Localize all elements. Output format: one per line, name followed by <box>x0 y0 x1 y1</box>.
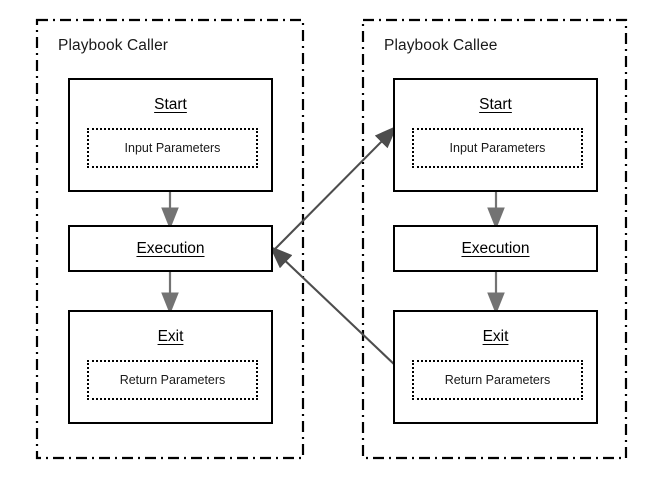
node-title-callee-exit: Exit <box>482 328 509 345</box>
node-caller-start[interactable]: Start Input Parameters <box>68 78 273 192</box>
node-title-callee-execution: Execution <box>461 240 530 257</box>
param-box-callee-input-parameters: Input Parameters <box>412 128 583 168</box>
node-callee-start[interactable]: Start Input Parameters <box>393 78 598 192</box>
param-box-caller-return-parameters: Return Parameters <box>87 360 258 400</box>
node-title-callee-start: Start <box>479 96 512 113</box>
node-title-caller-exit: Exit <box>157 328 184 345</box>
node-title-caller-start: Start <box>154 96 187 113</box>
param-box-caller-input-parameters: Input Parameters <box>87 128 258 168</box>
node-caller-execution[interactable]: Execution <box>68 225 273 272</box>
node-caller-exit[interactable]: Exit Return Parameters <box>68 310 273 424</box>
node-callee-execution[interactable]: Execution <box>393 225 598 272</box>
lane-title-callee: Playbook Callee <box>384 37 498 54</box>
param-label-callee-input-parameters: Input Parameters <box>449 141 546 155</box>
param-label-caller-input-parameters: Input Parameters <box>124 141 221 155</box>
param-label-callee-return-parameters: Return Parameters <box>444 373 551 387</box>
param-label-caller-return-parameters: Return Parameters <box>119 373 226 387</box>
node-callee-exit[interactable]: Exit Return Parameters <box>393 310 598 424</box>
lane-title-caller: Playbook Caller <box>58 37 169 54</box>
node-title-caller-execution: Execution <box>136 240 205 257</box>
param-box-callee-return-parameters: Return Parameters <box>412 360 583 400</box>
